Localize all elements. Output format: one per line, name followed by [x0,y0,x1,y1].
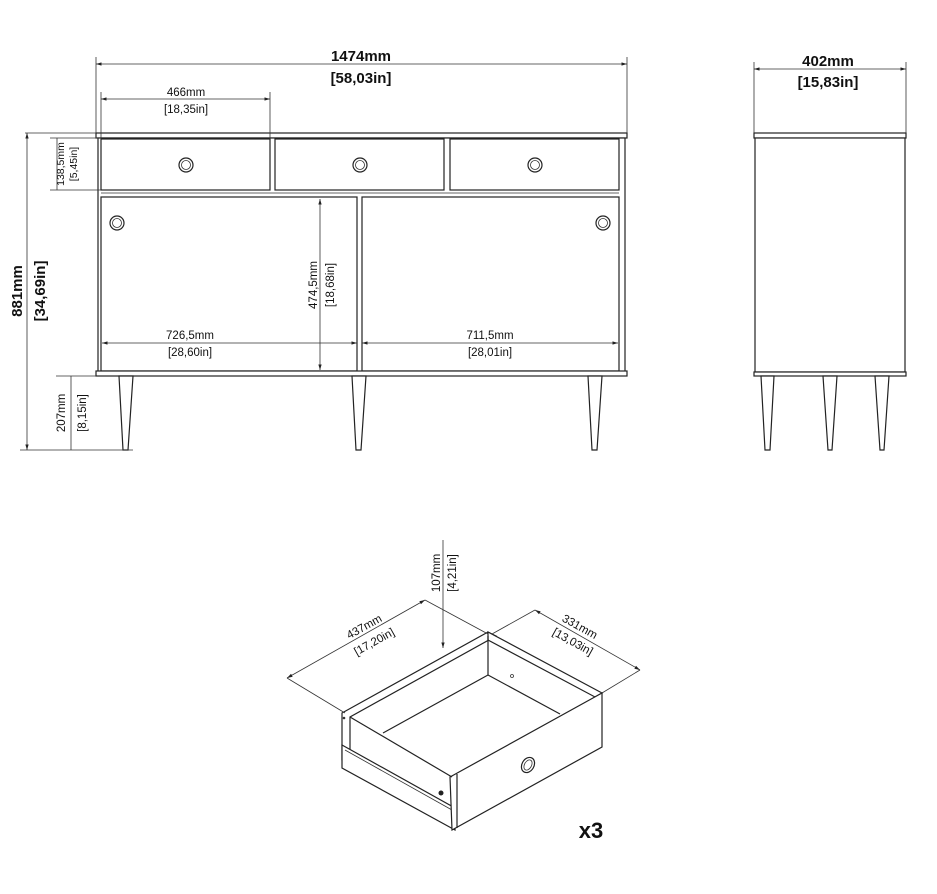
side-leg [760,375,775,451]
side-view: 402mm [15,83in] [753,53,907,451]
door-height-in: [18,68in] [325,263,337,307]
legs [118,375,603,451]
leg-left [118,375,134,451]
side-top-board [753,132,907,139]
knob-icon-inner [112,218,122,228]
drawer-quantity: x3 [579,818,603,843]
knob-icon [595,215,611,231]
leg-right [587,375,603,451]
knob-icon [352,157,368,173]
left-door-width-mm: 726,5mm [166,330,214,342]
left-door-width-in: [28,60in] [168,347,212,359]
drawer-width-in: [18,35in] [164,104,208,116]
height-mm: 881mm [9,265,26,317]
drawer-front-1 [100,138,271,191]
leg-height-mm: 207mm [56,394,68,432]
knob-icon [109,215,125,231]
depth-mm: 402mm [802,53,854,70]
side-panel [754,137,906,373]
drawer-iso-height-in: [4,21in] [447,554,459,592]
drawer-height-in: [5,45in] [68,147,80,182]
leg-middle [351,375,367,451]
knob-icon-inner [530,160,540,170]
drawer-front-3 [449,138,620,191]
right-door-width-mm: 711,5mm [466,330,513,342]
sliding-door-right [361,196,620,372]
side-leg [874,375,890,451]
base-board [95,370,628,377]
drawer-handle-icon [520,756,536,774]
knob-icon-inner [598,218,608,228]
width-mm: 1474mm [331,48,391,65]
leg-height-in: [8,15in] [77,394,89,432]
side-leg [822,375,838,451]
drawer-front-2 [274,138,445,191]
drawer-width-dimension-line [534,609,641,671]
knob-icon [527,157,543,173]
right-door-width-in: [28,01in] [468,347,512,359]
drawer-floor-edge-right [487,674,561,715]
drawer-runner [341,743,456,832]
knob-icon-inner [355,160,365,170]
drawer-floor-edge-left [382,674,489,734]
drawer-length-dimension-line [286,599,426,679]
drawer-height-mm: 138,5mm [55,142,67,186]
knob-icon-inner [181,160,191,170]
width-in: [58,03in] [331,70,392,87]
drawer-view: 107mm [4,21in] 437mm [17,20in] 331mm [13… [286,540,641,843]
depth-in: [15,83in] [798,74,859,91]
drawer-knobs [109,157,611,231]
height-in: [34,69in] [32,261,49,322]
front-view: 1474mm [58,03in] 466mm [18,35in] 881mm [… [9,48,628,451]
door-height-mm: 474,5mm [308,261,320,309]
knob-icon [178,157,194,173]
drawer-width-mm: 466mm [167,87,205,99]
top-board [95,132,628,139]
drawer-iso-height-mm: 107mm [431,554,443,592]
